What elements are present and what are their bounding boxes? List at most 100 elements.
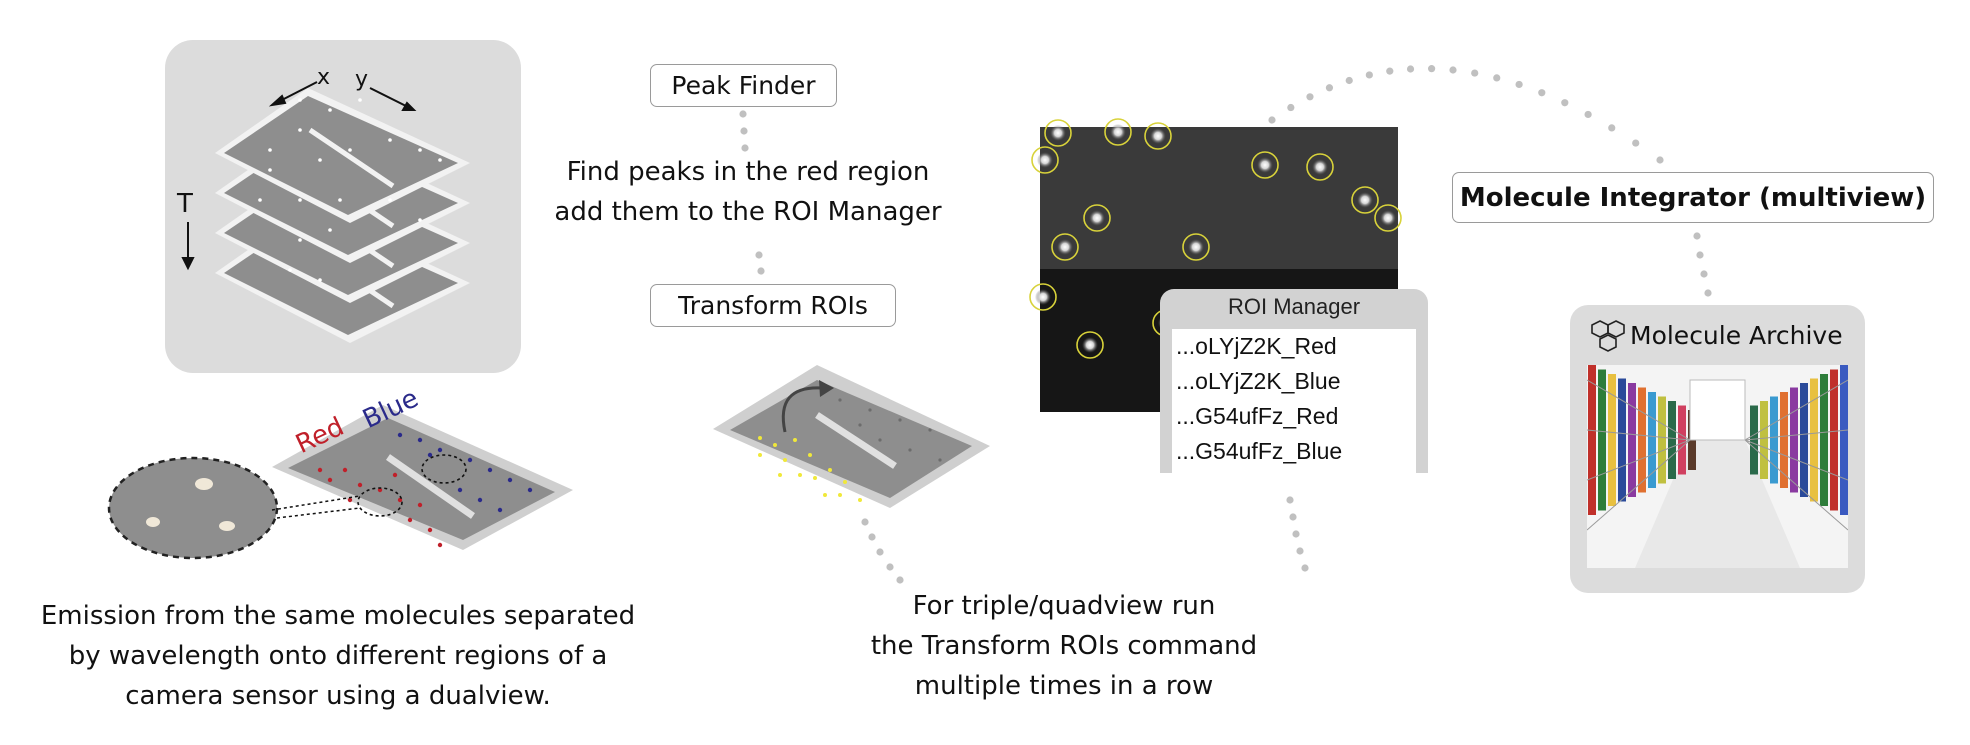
roi-manager-list[interactable]: ...oLYjZ2K_Red ...oLYjZ2K_Blue ...G54ufF… xyxy=(1172,329,1416,473)
blue-emission-dot xyxy=(427,452,433,458)
stack-spot xyxy=(318,278,322,282)
stack-spot xyxy=(328,108,332,112)
roi-manager-title: ROI Manager xyxy=(1227,294,1361,319)
stack-spot xyxy=(268,168,272,172)
peak-roi-circle xyxy=(1351,186,1379,214)
roi-list-item[interactable]: ...oLYjZ2K_Blue xyxy=(1176,368,1341,394)
sensor-spot xyxy=(928,428,932,432)
peak-roi-circle xyxy=(1051,233,1079,261)
connector-dot xyxy=(1561,99,1569,107)
zoom-connector xyxy=(276,507,361,519)
transformed-roi-dot xyxy=(843,480,847,484)
transformed-roi-dot xyxy=(758,453,762,457)
transformed-roi-dot xyxy=(838,493,842,497)
roi-list-item[interactable]: ...oLYjZ2K_Red xyxy=(1176,333,1337,359)
transform-note: For triple/quadview run the Transform RO… xyxy=(864,586,1264,706)
roi-list-item[interactable]: ...G54ufFz_Blue xyxy=(1176,438,1343,464)
fluorescent-spot xyxy=(1037,152,1053,168)
connector-dot xyxy=(1608,124,1616,132)
archive-book xyxy=(1830,369,1838,511)
sensor-spot xyxy=(898,418,902,422)
stack-spot xyxy=(298,198,302,202)
archive-book xyxy=(1668,401,1676,479)
blue-emission-dot xyxy=(437,447,443,453)
stack-frame xyxy=(224,96,458,215)
transformed-roi-dot xyxy=(808,453,812,457)
molecule-archive-label: Molecule Archive xyxy=(1630,321,1843,350)
archive-book xyxy=(1750,405,1758,475)
connector-dot xyxy=(1301,564,1309,572)
archive-book xyxy=(1800,383,1808,497)
molecule-integrator-command[interactable]: Molecule Integrator (multiview) xyxy=(1452,172,1934,223)
red-emission-dot xyxy=(342,467,348,473)
red-emission-dot xyxy=(317,467,323,473)
shelf-line xyxy=(1587,439,1691,481)
roi-list-item[interactable]: ...G54ufFz_Red xyxy=(1176,403,1339,429)
peak-roi-circle xyxy=(1083,204,1111,232)
transformed-roi-dot xyxy=(828,468,832,472)
connector-dot xyxy=(1428,65,1436,73)
blue-emission-dot xyxy=(477,497,483,503)
red-emission-dot xyxy=(392,472,398,478)
stack-spot xyxy=(388,198,392,202)
connector-dot xyxy=(861,518,869,526)
stack-spot xyxy=(318,158,322,162)
fluorescent-spot xyxy=(1110,124,1126,140)
blue-emission-dot xyxy=(397,432,403,438)
red-emission-dot xyxy=(437,542,443,548)
zoom-spot xyxy=(146,517,160,527)
transformed-roi-dot xyxy=(758,436,762,440)
transformed-roi-dot xyxy=(778,473,782,477)
dotted-connectors xyxy=(739,65,1712,584)
peak-finder-description-line: Find peaks in the red region xyxy=(566,157,930,187)
connector-dot xyxy=(1632,139,1640,147)
transformed-roi-dot xyxy=(783,458,787,462)
connector-dot xyxy=(740,127,748,135)
connector-dot xyxy=(886,563,894,571)
connector-dot xyxy=(1306,93,1314,101)
stack-spot xyxy=(328,228,332,232)
connector-dot xyxy=(1386,67,1394,75)
corridor-end xyxy=(1689,379,1746,441)
sensor-spot xyxy=(858,423,862,427)
red-emission-dot xyxy=(347,497,353,503)
stack-frame-divider xyxy=(308,127,395,189)
peak-finder-label: Peak Finder xyxy=(671,71,816,100)
archive-book xyxy=(1840,365,1848,515)
fluorescent-spot xyxy=(1089,210,1105,226)
archive-book xyxy=(1760,401,1768,479)
sensor-spot xyxy=(878,438,882,442)
stack-spot xyxy=(388,138,392,142)
fluorescent-spot xyxy=(1050,125,1066,141)
archive-book xyxy=(1618,378,1626,502)
transformed-roi-dot xyxy=(773,443,777,447)
fluorescent-spot xyxy=(1150,128,1166,144)
connector-dot xyxy=(868,533,876,541)
fluorescent-spot xyxy=(1057,239,1073,255)
connector-dot xyxy=(1345,76,1353,85)
red-emission-dot xyxy=(407,517,413,523)
blue-emission-dot xyxy=(527,487,533,493)
transform-note-line: the Transform ROIs command xyxy=(870,631,1258,661)
magnifier-ring xyxy=(357,487,403,517)
transform-note-line: multiple times in a row xyxy=(914,671,1214,701)
connector-dot xyxy=(1538,89,1546,97)
peak-finder-description-line: add them to the ROI Manager xyxy=(554,197,942,227)
roi-manager-window[interactable]: ROI Manager ...oLYjZ2K_Red ...oLYjZ2K_Bl… xyxy=(1160,289,1428,473)
connector-dot xyxy=(1287,103,1295,112)
transform-rois-command[interactable]: Transform ROIs xyxy=(650,284,896,327)
archive-book xyxy=(1608,374,1616,506)
stack-spot xyxy=(268,148,272,152)
red-emission-dot xyxy=(327,477,333,483)
shelf-line xyxy=(1744,379,1848,441)
image-stack xyxy=(215,88,470,343)
peak-finder-command[interactable]: Peak Finder xyxy=(650,64,837,107)
stack-spot xyxy=(358,98,362,102)
connector-dot xyxy=(1292,530,1300,538)
dualview-caption-line: camera sensor using a dualview. xyxy=(125,681,551,711)
stack-spot xyxy=(298,98,302,102)
archive-book xyxy=(1588,365,1596,515)
archive-library xyxy=(1587,365,1848,568)
